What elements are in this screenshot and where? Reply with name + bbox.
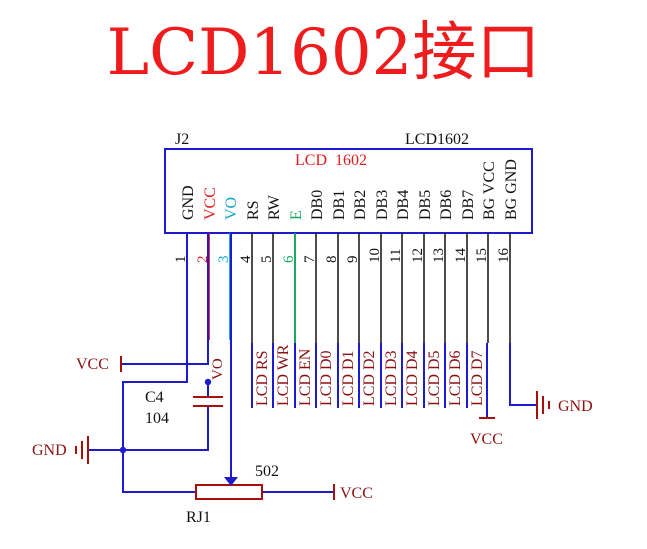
- pin-number-5: 5: [259, 256, 275, 264]
- pin-name-16: BG GND: [503, 159, 520, 220]
- pin-name-15: BG VCC: [481, 161, 498, 220]
- net-label-7: LCD D0: [318, 350, 335, 406]
- pin-name-3: VO: [223, 197, 240, 220]
- pin-number-10: 10: [367, 248, 383, 263]
- vcc-left-label: VCC: [76, 356, 109, 373]
- pin-number-6: 6: [281, 255, 297, 263]
- vcc-wire: [121, 233, 209, 365]
- potentiometer-rj1: [195, 484, 263, 500]
- gnd-right-label: GND: [558, 398, 593, 415]
- pin-number-8: 8: [324, 256, 340, 264]
- pin-number-1: 1: [173, 256, 189, 264]
- gnd-bus-wire: [122, 233, 196, 493]
- pin-name-9: DB2: [352, 190, 369, 220]
- connector-designator: J2: [175, 131, 189, 148]
- capacitor-designator: C4: [145, 389, 164, 406]
- pin-number-4: 4: [238, 255, 254, 263]
- pin-name-14: DB7: [460, 190, 477, 220]
- potentiometer-designator: RJ1: [186, 509, 211, 526]
- net-label-13: LCD D6: [447, 350, 464, 406]
- vo-net-label: VO: [210, 358, 226, 380]
- pin-number-3: 3: [216, 256, 232, 264]
- pin-number-16: 16: [496, 248, 512, 264]
- pin-number-9: 9: [345, 256, 361, 264]
- pin-name-13: DB6: [438, 190, 455, 220]
- pin-number-2: 2: [195, 256, 211, 264]
- pin-name-12: DB5: [417, 190, 434, 220]
- pin-number-7: 7: [302, 255, 318, 263]
- net-label-11: LCD D4: [404, 350, 421, 406]
- net-label-8: LCD D1: [340, 350, 357, 406]
- junction-gnd: [119, 446, 127, 454]
- net-label-6: LCD EN: [297, 348, 314, 406]
- pin-name-2: VCC: [202, 187, 219, 220]
- net-label-5: LCD WR: [275, 344, 292, 406]
- junction-vo-cap: [204, 378, 212, 386]
- pin-name-4: RS: [245, 200, 262, 220]
- lcd-connector-box: [164, 148, 533, 234]
- pin-name-5: RW: [266, 194, 283, 220]
- pin-name-1: GND: [180, 185, 197, 220]
- net-label-12: LCD D5: [426, 350, 443, 406]
- pin-name-8: DB1: [331, 190, 348, 220]
- net-label-4: LCD RS: [254, 350, 271, 406]
- vcc-bottom-label: VCC: [470, 431, 503, 448]
- page-title: LCD1602接口: [106, 16, 541, 90]
- potentiometer-wiper-arrow: [224, 477, 238, 486]
- connector-inner-label: LCD 1602: [295, 152, 367, 169]
- net-label-9: LCD D2: [361, 350, 378, 406]
- gnd-right-symbol: [536, 391, 550, 419]
- potentiometer-value: 502: [255, 463, 279, 480]
- pin-name-11: DB4: [395, 190, 412, 220]
- gnd-left-symbol: [75, 436, 89, 464]
- pin-number-13: 13: [431, 248, 447, 263]
- capacitor-c4: [193, 396, 223, 407]
- pin-number-11: 11: [388, 249, 404, 263]
- net-label-10: LCD D3: [383, 350, 400, 406]
- capacitor-value: 104: [145, 410, 169, 427]
- vcc-pot-label: VCC: [340, 485, 373, 502]
- pin-number-15: 15: [474, 248, 490, 263]
- cap-bottom-wire: [123, 406, 209, 451]
- net-label-14: LCD D7: [469, 350, 486, 406]
- pin-name-7: DB0: [309, 190, 326, 220]
- connector-part-name: LCD1602: [405, 131, 469, 148]
- bg-gnd-wire: [509, 343, 537, 406]
- pin-name-10: DB3: [374, 190, 391, 220]
- pin-number-12: 12: [410, 248, 426, 263]
- pin-number-14: 14: [453, 248, 469, 264]
- pin-name-6: E: [288, 210, 305, 220]
- gnd-left-label: GND: [32, 442, 67, 459]
